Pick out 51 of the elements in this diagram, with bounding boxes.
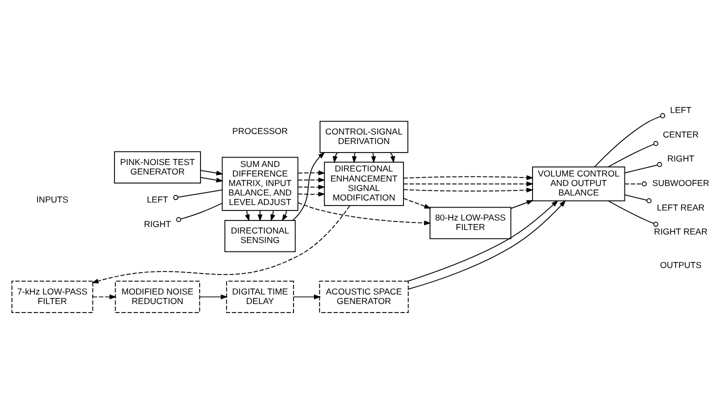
- connector: [608, 140, 658, 167]
- connector: [608, 200, 658, 226]
- arrow: [293, 294, 321, 299]
- arrow: [92, 294, 116, 299]
- node-box: DIRECTIONAL SENSING: [224, 219, 296, 252]
- node-box: 7-kHz LOW-PASS FILTER: [11, 280, 94, 312]
- arrow: [298, 177, 326, 182]
- arrow: [390, 152, 396, 163]
- arrow: [403, 197, 432, 208]
- arrow: [200, 169, 224, 175]
- arrow: [92, 204, 350, 283]
- node-box: MODIFIED NOISE REDUCTION: [114, 280, 200, 312]
- label: OUTPUTS: [660, 259, 702, 270]
- arrow: [292, 151, 325, 220]
- arrow: [200, 176, 224, 182]
- node-box: SUM AND DIFFERENCE MATRIX, INPUT BALANCE, AND LEVEL ADJUST: [222, 156, 298, 210]
- arrow: [199, 294, 228, 299]
- arrow: [298, 184, 326, 190]
- connector: [624, 180, 647, 186]
- arrow: [298, 170, 326, 175]
- arrow: [403, 187, 534, 192]
- arrow: [244, 210, 250, 221]
- arrow: [298, 202, 432, 225]
- arrow: [298, 191, 326, 196]
- connector: [624, 194, 652, 203]
- node-box: DIRECTIONAL ENHANCEMENT SIGNAL MODIFICATION: [324, 161, 404, 206]
- label: PROCESSOR: [232, 125, 288, 136]
- arrow: [403, 180, 534, 186]
- arrow: [510, 200, 534, 208]
- connector: [176, 202, 222, 222]
- arrow: [258, 210, 262, 221]
- connector: [173, 189, 222, 200]
- connector: [624, 161, 662, 173]
- node-text: CENTER: [662, 128, 699, 139]
- node-box: DIGITAL TIME DELAY: [226, 280, 294, 312]
- node-text: LEFT: [670, 104, 692, 115]
- connector: [594, 112, 666, 167]
- node-text: LEFT REAR: [656, 202, 705, 212]
- node-box: 80-Hz LOW-PASS FILTER: [430, 206, 512, 239]
- label: INPUTS: [36, 194, 68, 204]
- arrow: [403, 174, 534, 180]
- node-text: LEFT: [146, 194, 168, 204]
- node-text: RIGHT: [667, 153, 694, 164]
- node-box: CONTROL-SIGNAL DERIVATION: [320, 120, 408, 153]
- node-box: ACOUSTIC SPACE GENERATOR: [319, 280, 409, 312]
- node-text: RIGHT: [144, 218, 172, 228]
- node-box: VOLUME CONTROL AND OUTPUT BALANCE: [532, 166, 626, 201]
- node-text: RIGHT REAR: [654, 226, 708, 236]
- node-text: SUBWOOFER: [652, 178, 710, 188]
- node-box: PINK-NOISE TEST GENERATOR: [114, 150, 201, 183]
- arrow: [282, 210, 288, 221]
